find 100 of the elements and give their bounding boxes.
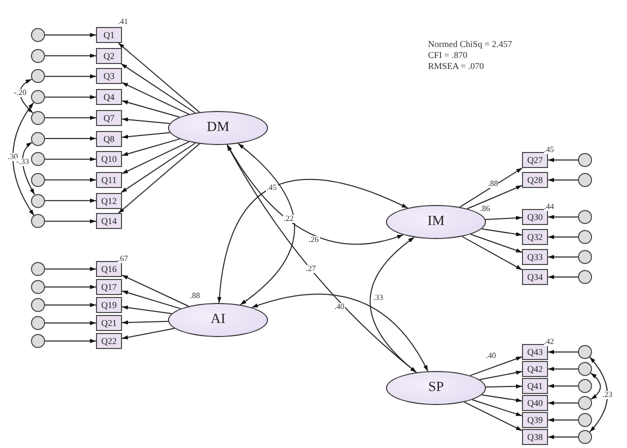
indicator-box <box>522 361 548 377</box>
error-circle <box>31 194 45 208</box>
edge-label: -.20 <box>12 89 28 98</box>
indicator-label: Q32 <box>527 232 543 242</box>
error-circle <box>578 396 592 410</box>
path-arrow <box>44 157 96 162</box>
path-arrow <box>122 320 169 325</box>
error-circle <box>578 210 592 224</box>
path-arrow <box>44 219 96 224</box>
path-arrow <box>470 356 522 376</box>
indicator-box <box>96 151 122 168</box>
indicator-box <box>96 315 122 331</box>
path-arrow <box>462 236 522 270</box>
error-circle <box>31 132 45 146</box>
error-circle <box>31 90 45 104</box>
path-arrow <box>122 328 175 340</box>
edge-label: -.33 <box>15 158 30 166</box>
coefficient-label: .86 <box>480 205 490 213</box>
indicator-label: Q39 <box>527 415 543 425</box>
indicator-label: Q19 <box>101 300 117 310</box>
indicator-label: Q7 <box>104 112 114 123</box>
error-circle <box>578 413 592 427</box>
indicator-box <box>522 249 548 265</box>
coefficient-label: .40 <box>486 352 496 360</box>
fit-statistic: Normed ChiSq = 2.457 <box>428 40 512 49</box>
error-circle <box>31 214 45 228</box>
path-arrow <box>548 366 578 372</box>
latent-ellipse <box>386 371 486 405</box>
indicator-box <box>522 412 548 428</box>
path-arrow <box>44 320 96 326</box>
coefficient-label: .44 <box>544 203 554 211</box>
indicator-label: Q2 <box>104 50 114 61</box>
covariance-arrow <box>12 102 34 216</box>
path-arrow <box>44 302 96 308</box>
path-arrow <box>118 143 200 214</box>
indicator-box <box>96 89 122 106</box>
path-arrow <box>44 136 96 141</box>
error-circle <box>31 28 45 42</box>
path-arrow <box>548 214 578 220</box>
indicator-label: Q33 <box>527 252 543 262</box>
indicator-box <box>96 68 122 84</box>
indicator-box <box>522 429 548 445</box>
path-arrow <box>122 141 190 174</box>
path-arrow <box>44 178 96 182</box>
error-circle <box>578 250 592 264</box>
path-arrow <box>44 116 96 120</box>
path-arrow <box>481 394 522 402</box>
indicator-box <box>96 130 122 146</box>
indicator-label: Q34 <box>527 272 543 282</box>
indicator-label: Q14 <box>101 216 117 226</box>
indicator-box <box>96 110 122 126</box>
indicator-box <box>522 152 548 168</box>
indicator-box <box>522 209 548 225</box>
coefficient-label: .67 <box>118 255 128 263</box>
error-circle <box>31 69 45 84</box>
indicator-box <box>522 269 548 285</box>
covariance-arrow <box>238 143 296 306</box>
path-arrow <box>120 63 196 114</box>
indicator-box <box>96 192 122 209</box>
error-circle <box>578 173 592 187</box>
indicator-label: Q40 <box>527 398 543 408</box>
path-arrow <box>44 54 96 58</box>
indicator-box <box>522 229 548 245</box>
path-arrow <box>548 254 578 260</box>
indicator-label: Q41 <box>527 381 543 391</box>
indicator-label: Q4 <box>104 92 114 102</box>
indicator-box <box>96 333 122 349</box>
coefficient-label: .45 <box>544 146 554 154</box>
path-arrow <box>122 290 182 310</box>
path-arrow <box>548 274 578 280</box>
path-arrow <box>44 32 96 38</box>
error-circle <box>31 262 45 276</box>
covariance-arrow <box>20 78 34 114</box>
covariance-arrow <box>589 356 608 432</box>
indicator-label: Q30 <box>527 212 543 222</box>
path-arrow <box>548 178 578 182</box>
latent-ellipse <box>168 111 268 145</box>
path-arrow <box>485 384 522 388</box>
edge-label: .30 <box>6 153 19 162</box>
edge-label: .27 <box>304 265 317 274</box>
indicator-box <box>96 172 122 188</box>
coefficient-label: .88 <box>488 180 498 188</box>
edge-label: .33 <box>372 294 384 302</box>
error-circle <box>31 280 45 294</box>
path-arrow <box>44 198 96 203</box>
edge-label: .23 <box>601 390 614 399</box>
path-arrow <box>548 350 578 354</box>
indicator-label: Q16 <box>101 264 117 274</box>
path-arrow <box>44 338 96 344</box>
indicator-box <box>96 213 122 230</box>
indicator-label: Q42 <box>527 364 543 374</box>
path-arrow <box>122 82 190 115</box>
path-arrow <box>548 434 578 440</box>
latent-ellipse <box>168 303 268 337</box>
path-arrow <box>122 132 170 139</box>
error-circle <box>578 345 592 359</box>
error-circle <box>578 230 592 244</box>
path-arrow <box>120 142 196 194</box>
fit-statistic: CFI = .870 <box>428 51 468 60</box>
path-arrow <box>122 274 190 307</box>
